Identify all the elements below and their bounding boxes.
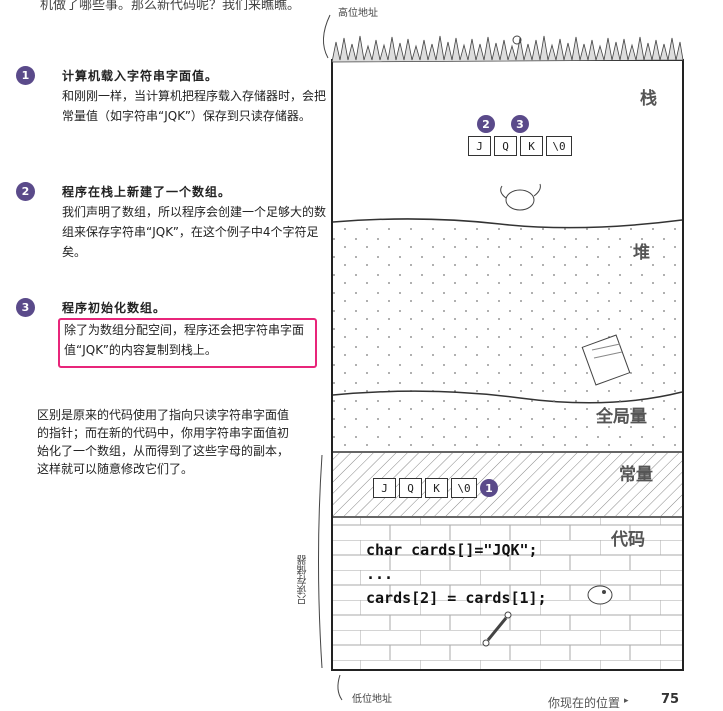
fossil-doodle <box>587 585 613 605</box>
summary-paragraph: 区别是原来的代码使用了指向只读字符串字面值的指针；而在新的代码中，你用字符串字面… <box>37 408 290 476</box>
step-body: 除了为数组分配空间，程序还会把字符串字面值“JQK”的内容复制到栈上。 <box>64 323 305 357</box>
stack-badge-3: 3 <box>511 115 529 133</box>
code-region <box>333 518 682 669</box>
grass-decoration <box>331 35 684 63</box>
stack-cell: \0 <box>546 136 572 156</box>
step-body: 和刚刚一样，当计算机把程序载入存储器时，会把常量值（如字符串“JQK”）保存到只… <box>62 89 327 123</box>
book-doodle <box>581 334 631 386</box>
read-only-bracket <box>318 454 323 669</box>
code-label: 代码 <box>611 530 645 550</box>
stack-badge-2: 2 <box>477 115 495 133</box>
stack-cell: K <box>520 136 543 156</box>
constant-cell: \0 <box>451 478 477 498</box>
stack-cell: J <box>468 136 491 156</box>
high-address-arrow <box>323 14 331 59</box>
teapot-doodle <box>500 183 541 211</box>
heap-region <box>333 226 682 394</box>
step-badge: 1 <box>16 66 35 85</box>
step-3: 3 程序初始化数组。 除了为数组分配空间，程序还会把字符串字面值“JQK”的内容… <box>16 298 317 368</box>
code-line: cards[2] = cards[1]; <box>366 589 547 607</box>
bone-doodle <box>482 611 512 647</box>
read-only-label: 只读存储器 <box>298 555 309 605</box>
step-badge: 2 <box>16 182 35 201</box>
footer-arrow-icon: ▸ <box>624 696 629 706</box>
highlight-box <box>58 318 317 368</box>
constant-cell: K <box>425 478 448 498</box>
constant-cell: J <box>373 478 396 498</box>
high-address-label: 高位地址 <box>338 8 378 19</box>
step-2: 2 程序在栈上新建了一个数组。 我们声明了数组，所以程序会创建一个足够大的数组来… <box>16 182 326 262</box>
step-1: 1 计算机载入字符串字面值。 和刚刚一样，当计算机把程序载入存储器时，会把常量值… <box>16 66 326 146</box>
page-number: 75 <box>661 692 680 707</box>
step-title: 程序初始化数组。 <box>62 301 167 315</box>
constants-label: 常量 <box>619 465 653 485</box>
stack-cell: Q <box>494 136 517 156</box>
low-address-arrow <box>337 674 343 701</box>
step-title: 程序在栈上新建了一个数组。 <box>62 185 232 199</box>
footer-location-label: 你现在的位置 <box>548 696 621 710</box>
stack-label: 栈 <box>640 89 657 109</box>
globals-region <box>333 398 682 450</box>
low-address-label: 低位地址 <box>352 694 392 705</box>
code-line: ... <box>366 565 394 583</box>
step-title: 计算机载入字符串字面值。 <box>62 69 219 83</box>
step-body: 我们声明了数组，所以程序会创建一个足够大的数组来保存字符串“JQK”，在这个例子… <box>62 205 327 259</box>
step-badge: 3 <box>16 298 35 317</box>
globals-label: 全局量 <box>596 407 647 427</box>
heap-label: 堆 <box>633 243 650 263</box>
code-line: char cards[]="JQK"; <box>366 541 538 559</box>
constant-cell: Q <box>399 478 422 498</box>
top-text: 机做了哪些事。那么新代码呢？我们来瞧瞧。 <box>40 0 301 13</box>
constant-badge-1: 1 <box>480 479 498 497</box>
